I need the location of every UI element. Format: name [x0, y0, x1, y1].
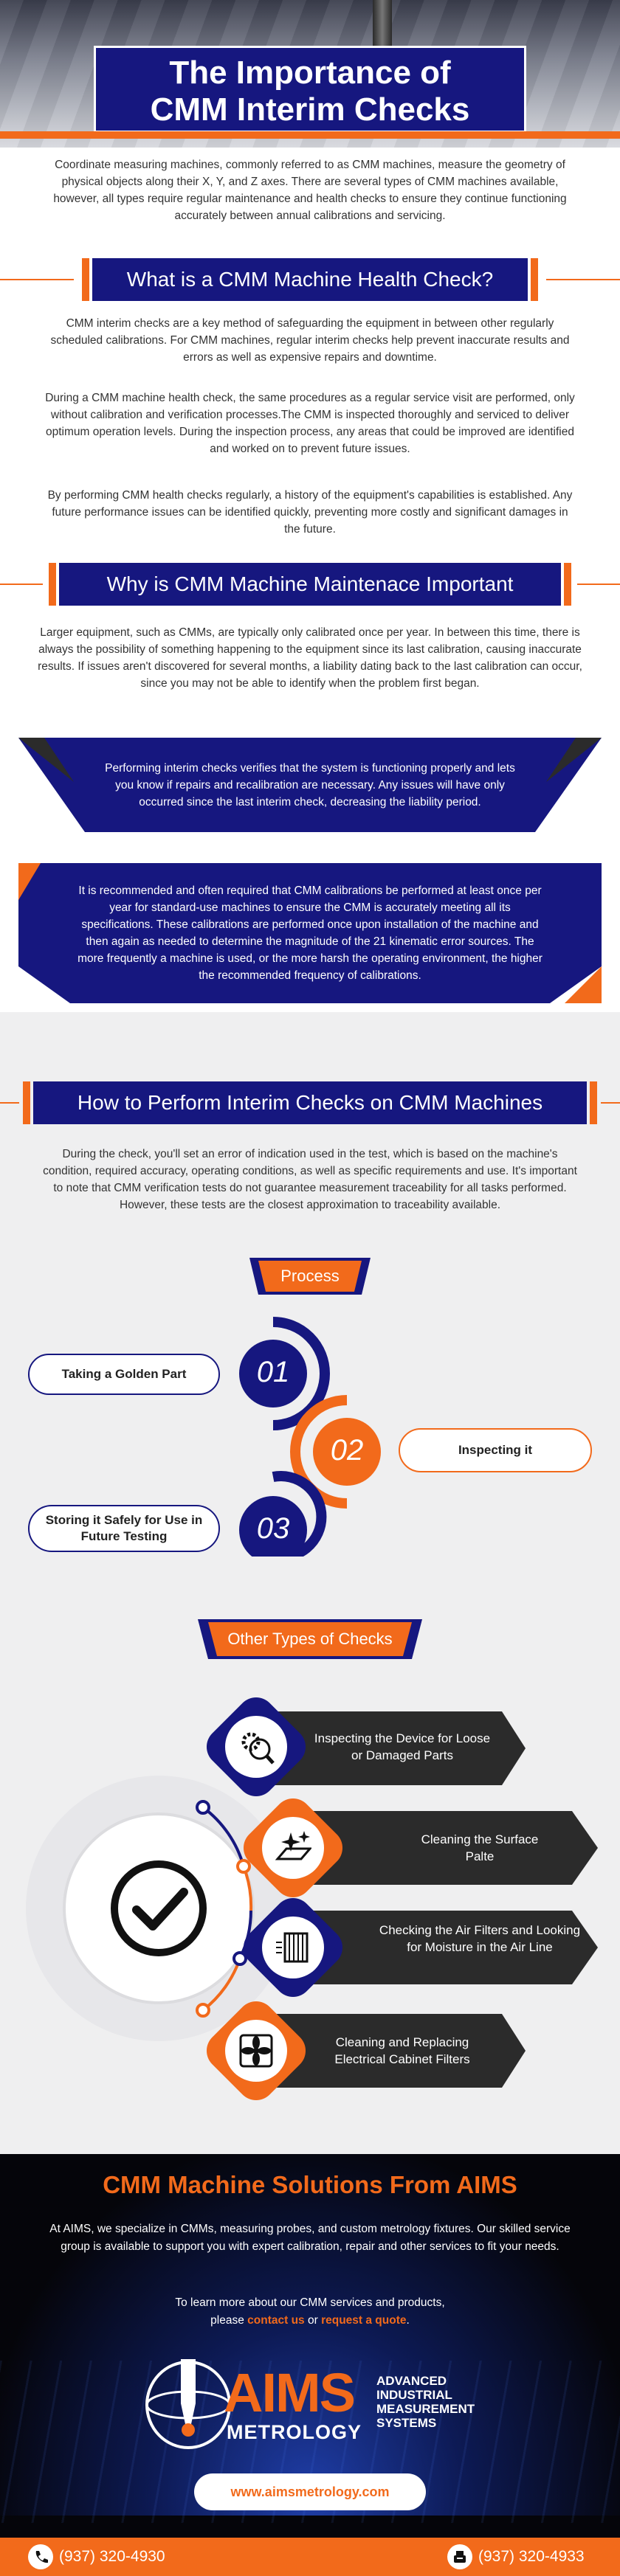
- cta-text-mid: or: [304, 2314, 322, 2327]
- fax-icon: [447, 2544, 472, 2569]
- step-3-pill: Storing it Safely for Use in Future Test…: [28, 1505, 220, 1552]
- page-title: The Importance of CMM Interim Checks: [94, 46, 526, 133]
- step-1-pill: Taking a Golden Part: [28, 1354, 220, 1395]
- other-check-2-label: Cleaning the Surface Palte: [421, 1832, 539, 1863]
- process-label: Process: [280, 1267, 340, 1285]
- phone-number-2[interactable]: (937) 320-4933: [478, 2548, 585, 2565]
- title-line-1: The Importance of: [169, 55, 451, 91]
- other-check-1-label: Inspecting the Device for Loose or Damag…: [314, 1731, 491, 1762]
- phone-number-1[interactable]: (937) 320-4930: [59, 2548, 165, 2565]
- footer-cta-line-1: To learn more about our CMM services and…: [175, 2296, 445, 2309]
- health-check-paragraph-3: By performing CMM health checks regularl…: [47, 489, 573, 536]
- callout-shape: [18, 738, 602, 832]
- cmm-probe-image: [373, 0, 392, 52]
- checkmark-icon: [111, 1860, 207, 1956]
- callout-shape: [18, 863, 602, 1003]
- callout-text: It is recommended and often required tha…: [78, 884, 542, 982]
- section-title: Why is CMM Machine Maintenace Important: [49, 563, 571, 606]
- sparkle-surface-icon: [275, 1831, 311, 1860]
- other-checks-connectors: [26, 1697, 598, 2101]
- callout-calibration-frequency: It is recommended and often required tha…: [18, 863, 602, 1003]
- other-check-3-label: Checking the Air Filters and Looking for…: [379, 1923, 581, 1954]
- contact-us-link[interactable]: contact us: [247, 2314, 305, 2327]
- process-banner: Process: [249, 1258, 371, 1295]
- gears-search-icon: [241, 1732, 275, 1765]
- footer-heading: CMM Machine Solutions From AIMS: [103, 2171, 517, 2198]
- footer: CMM Machine Solutions From AIMS At AIMS,…: [0, 2154, 620, 2576]
- step-1-label: Taking a Golden Part: [61, 1367, 187, 1381]
- footer-glow-background: [0, 2154, 620, 2516]
- air-filter-icon: [276, 1932, 309, 1963]
- step-2-number: 02: [330, 1434, 364, 1467]
- logo-wordmark: AIMS: [224, 2362, 356, 2423]
- cta-text-end: .: [406, 2314, 410, 2327]
- request-quote-link[interactable]: request a quote: [321, 2314, 407, 2327]
- fan-filter-icon: [239, 2034, 273, 2068]
- callout-text: Performing interim checks verifies that …: [105, 761, 515, 809]
- aims-logo: AIMS METROLOGY ADVANCED INDUSTRIAL MEASU…: [144, 2353, 483, 2464]
- hero-orange-stripe: [0, 131, 620, 139]
- other-check-4-label: Cleaning and Replacing Electrical Cabine…: [334, 2035, 470, 2066]
- section-header-maintenance: Why is CMM Machine Maintenace Important: [0, 563, 620, 606]
- how-to-paragraph: During the check, you'll set an error of…: [43, 1148, 577, 1211]
- footer-paragraph: At AIMS, we specialize in CMMs, measurin…: [49, 2223, 571, 2253]
- contact-bar: (937) 320-4930 (937) 320-4933: [0, 2538, 620, 2576]
- cta-text-pre: please: [210, 2314, 248, 2327]
- title-line-2: CMM Interim Checks: [150, 91, 470, 128]
- step-3-label: Storing it Safely for Use in Future Test…: [45, 1513, 203, 1543]
- logo-side-line-4: SYSTEMS: [376, 2416, 437, 2430]
- other-types-label: Other Types of Checks: [227, 1630, 393, 1648]
- step-2-label: Inspecting it: [458, 1443, 533, 1457]
- section-title: What is a CMM Machine Health Check?: [82, 258, 538, 301]
- footer-cta-line-2: please contact us or request a quote.: [41, 2312, 579, 2330]
- health-check-paragraph-2: During a CMM machine health check, the s…: [45, 392, 575, 455]
- step-1-number: 01: [256, 1356, 290, 1388]
- logo-side-line-2: INDUSTRIAL: [376, 2388, 452, 2402]
- callout-interim-checks: Performing interim checks verifies that …: [18, 738, 602, 832]
- other-types-banner: Other Types of Checks: [198, 1619, 422, 1659]
- step-3-number: 03: [256, 1512, 290, 1545]
- step-2-pill: Inspecting it: [399, 1428, 592, 1472]
- intro-paragraph: Coordinate measuring machines, commonly …: [53, 159, 567, 222]
- logo-side-text: ADVANCED INDUSTRIAL MEASUREMENT SYSTEMS: [376, 2374, 475, 2430]
- other-checks-diagram: Inspecting the Device for Loose or Damag…: [0, 1689, 620, 2125]
- logo-side-line-3: MEASUREMENT: [376, 2402, 475, 2416]
- logo-subtitle: METROLOGY: [227, 2421, 362, 2443]
- process-rings: [239, 1317, 381, 1557]
- section-header-health-check: What is a CMM Machine Health Check?: [0, 258, 620, 301]
- health-check-paragraph-1: CMM interim checks are a key method of s…: [50, 317, 570, 364]
- phone-icon: [28, 2544, 53, 2569]
- probe-logo-icon: [145, 2359, 231, 2449]
- maintenance-paragraph: Larger equipment, such as CMMs, are typi…: [38, 626, 582, 690]
- logo-side-line-1: ADVANCED: [376, 2374, 447, 2388]
- section-header-how-to: How to Perform Interim Checks on CMM Mac…: [0, 1081, 620, 1124]
- section-title: How to Perform Interim Checks on CMM Mac…: [23, 1081, 597, 1124]
- website-link[interactable]: www.aimsmetrology.com: [194, 2473, 426, 2510]
- hero-banner: The Importance of CMM Interim Checks: [0, 0, 620, 148]
- process-steps: Taking a Golden Part 01 Inspecting it 02…: [0, 1313, 620, 1557]
